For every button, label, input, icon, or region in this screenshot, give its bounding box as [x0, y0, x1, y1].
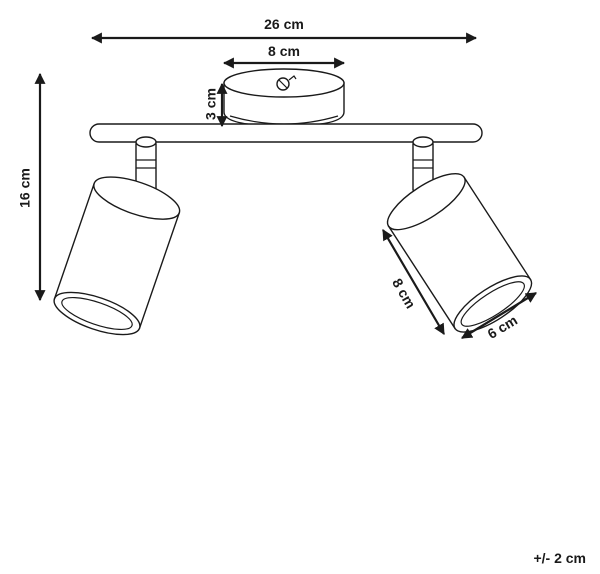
dimension-base-width: 8 cm — [222, 43, 346, 69]
dimension-base-height: 3 cm — [203, 82, 228, 128]
screw-icon — [276, 75, 297, 91]
dimension-total-height: 16 cm — [17, 72, 46, 302]
tolerance-label: +/- 2 cm — [533, 550, 586, 566]
total-height-label: 16 cm — [17, 168, 33, 208]
total-width-label: 26 cm — [264, 16, 304, 32]
right-spotlight — [386, 136, 533, 333]
left-shade — [53, 176, 181, 336]
left-spotlight — [53, 136, 181, 336]
mounting-bar — [89, 123, 483, 143]
right-shade — [386, 173, 533, 333]
dimension-total-width: 26 cm — [90, 16, 478, 44]
ceiling-canopy — [223, 68, 345, 127]
shade-length-label: 8 cm — [389, 276, 419, 312]
base-width-label: 8 cm — [268, 43, 300, 59]
base-height-label: 3 cm — [203, 88, 219, 120]
